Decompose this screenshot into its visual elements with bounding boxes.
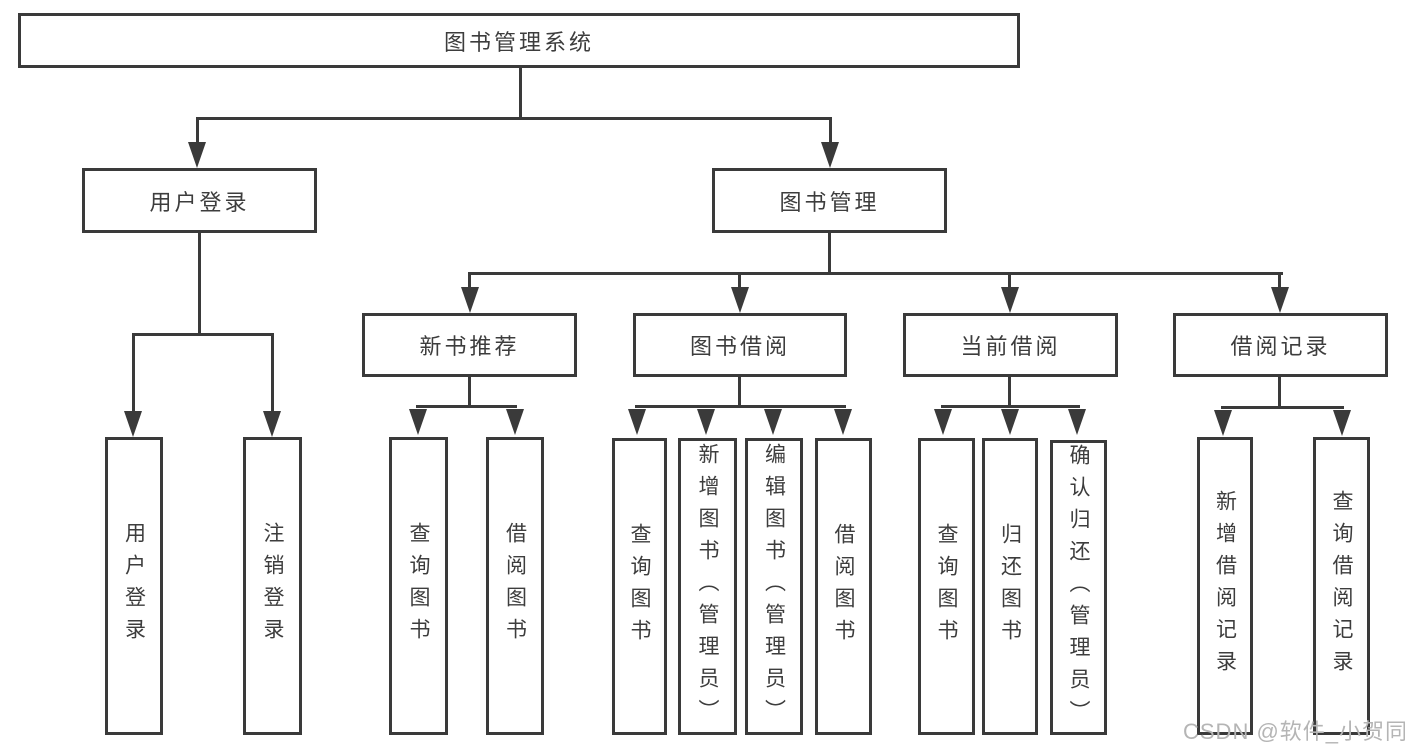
connector-mgmt-drop-4: [1278, 274, 1281, 288]
arrow-down-icon: [1271, 287, 1289, 313]
leaf-query-book-3: 查询图书: [918, 438, 975, 735]
leaf-query-book-2: 查询图书: [612, 438, 667, 735]
leaf-user-login: 用户登录: [105, 437, 163, 735]
arrow-down-icon: [697, 409, 715, 435]
leaf-add-borrow-record: 新增借阅记录: [1197, 437, 1253, 735]
connector-mgmt-drop-3: [1008, 274, 1011, 288]
arrow-down-icon: [506, 409, 524, 435]
node-borrow-records-label: 借阅记录: [1230, 334, 1331, 359]
leaf-logout-label: 注销登录: [261, 522, 284, 650]
arrow-down-icon: [731, 287, 749, 313]
connector-root-bar: [196, 117, 832, 120]
leaf-borrow-book-1-label: 借阅图书: [503, 522, 527, 650]
node-current-borrow: 当前借阅: [903, 313, 1118, 377]
connector-login-drop-left: [132, 333, 135, 411]
leaf-borrow-book-1: 借阅图书: [486, 437, 544, 735]
arrow-down-icon: [821, 142, 839, 168]
leaf-confirm-return-admin: 确认归还（管理员）: [1050, 440, 1107, 735]
arrow-down-icon: [124, 411, 142, 437]
connector-newrec-bar: [416, 405, 517, 408]
node-borrow-records: 借阅记录: [1173, 313, 1388, 377]
leaf-edit-book-admin-label: 编辑图书（管理员）: [762, 442, 786, 731]
connector-current-stem: [1008, 377, 1011, 407]
node-new-book-recommend: 新书推荐: [362, 313, 577, 377]
leaf-query-borrow-record: 查询借阅记录: [1313, 437, 1370, 735]
leaf-user-login-label: 用户登录: [122, 522, 146, 650]
arrow-down-icon: [409, 409, 427, 435]
connector-records-bar: [1221, 406, 1344, 409]
node-book-borrow: 图书借阅: [633, 313, 847, 377]
node-book-borrow-label: 图书借阅: [689, 334, 790, 359]
leaf-query-book-1-label: 查询图书: [407, 522, 430, 650]
arrow-down-icon: [1001, 287, 1019, 313]
arrow-down-icon: [628, 409, 646, 435]
leaf-add-book-admin: 新增图书（管理员）: [678, 438, 737, 735]
leaf-logout: 注销登录: [243, 437, 302, 735]
arrow-down-icon: [1001, 409, 1019, 435]
leaf-confirm-return-admin-label: 确认归还（管理员）: [1067, 443, 1090, 732]
arrow-down-icon: [1068, 409, 1086, 435]
leaf-return-book-label: 归还图书: [998, 522, 1022, 651]
leaf-query-book-2-label: 查询图书: [628, 522, 651, 651]
connector-login-bar: [132, 333, 274, 336]
leaf-borrow-book-2: 借阅图书: [815, 438, 872, 735]
leaf-query-book-1: 查询图书: [389, 437, 448, 735]
connector-mgmt-drop-1: [468, 274, 471, 288]
arrow-down-icon: [263, 411, 281, 437]
leaf-return-book: 归还图书: [982, 438, 1038, 735]
connector-login-stem: [198, 233, 201, 333]
arrow-down-icon: [188, 142, 206, 168]
node-user-login: 用户登录: [82, 168, 317, 233]
connector-mgmt-drop-2: [738, 274, 741, 288]
arrow-down-icon: [934, 409, 952, 435]
node-current-borrow-label: 当前借阅: [960, 334, 1061, 359]
connector-newrec-stem: [468, 377, 471, 407]
leaf-query-borrow-record-label: 查询借阅记录: [1330, 490, 1353, 682]
arrow-down-icon: [461, 287, 479, 313]
arrow-down-icon: [1333, 410, 1351, 436]
node-library-system-label: 图书管理系统: [443, 29, 594, 55]
connector-root-drop-right: [829, 117, 832, 143]
connector-current-bar: [941, 405, 1080, 408]
node-library-system: 图书管理系统: [18, 13, 1020, 68]
connector-mgmt-bar: [468, 272, 1283, 275]
arrow-down-icon: [1214, 410, 1232, 436]
connector-root-drop-left: [196, 117, 199, 143]
leaf-edit-book-admin: 编辑图书（管理员）: [745, 438, 803, 735]
connector-records-stem: [1278, 377, 1281, 408]
connector-mgmt-stem: [828, 233, 831, 273]
node-user-login-label: 用户登录: [149, 189, 250, 215]
node-new-book-recommend-label: 新书推荐: [419, 334, 520, 359]
leaf-add-borrow-record-label: 新增借阅记录: [1213, 490, 1237, 682]
connector-login-drop-right: [271, 333, 274, 411]
connector-root-stem: [519, 68, 522, 119]
arrow-down-icon: [764, 409, 782, 435]
csdn-watermark: CSDN @软件_小贺同学: [1183, 719, 1405, 744]
leaf-borrow-book-2-label: 借阅图书: [832, 522, 855, 651]
arrow-down-icon: [834, 409, 852, 435]
node-book-management-label: 图书管理: [779, 189, 880, 215]
connector-borrow-bar: [635, 405, 846, 408]
leaf-add-book-admin-label: 新增图书（管理员）: [696, 442, 719, 731]
node-book-management: 图书管理: [712, 168, 947, 233]
connector-borrow-stem: [738, 377, 741, 407]
leaf-query-book-3-label: 查询图书: [935, 522, 958, 651]
